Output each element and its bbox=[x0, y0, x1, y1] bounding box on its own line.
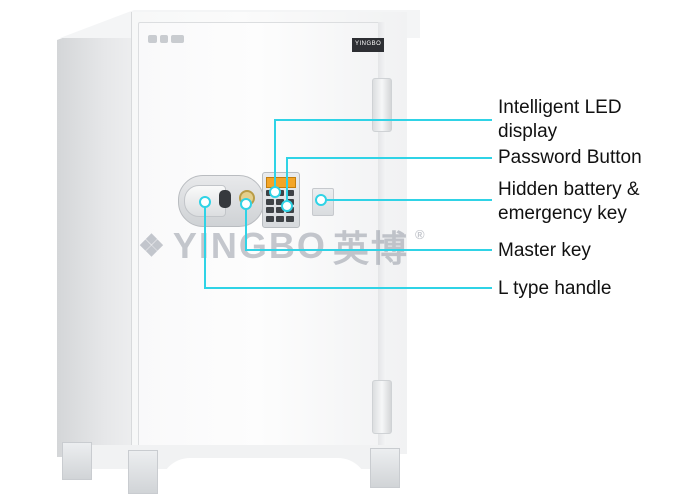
bottom-hinge bbox=[372, 380, 392, 434]
handle-knob bbox=[219, 190, 231, 208]
leader-dot-led bbox=[269, 186, 281, 198]
leader-dot-handle bbox=[199, 196, 211, 208]
leader-dot-master bbox=[240, 198, 252, 210]
callout-hidden-battery: Hidden battery & emergency key bbox=[498, 179, 640, 224]
leader-line-master bbox=[245, 204, 492, 251]
callout-led-display: Intelligent LED display bbox=[498, 97, 622, 142]
certification-marks bbox=[148, 32, 184, 46]
led-display bbox=[266, 177, 296, 188]
safe-door bbox=[138, 22, 380, 449]
top-hinge bbox=[372, 78, 392, 132]
door-edge bbox=[378, 22, 386, 447]
callout-l-type-handle: L type handle bbox=[498, 278, 612, 299]
leader-line-handle bbox=[204, 202, 492, 289]
base-arch bbox=[160, 458, 368, 488]
callout-master-key: Master key bbox=[498, 240, 591, 261]
brand-plate: YINGBO bbox=[352, 38, 385, 52]
callout-password-button: Password Button bbox=[498, 147, 642, 168]
leader-dot-battery bbox=[315, 194, 327, 206]
safe-foot bbox=[128, 450, 158, 494]
leader-line-led bbox=[274, 119, 492, 192]
safe-foot bbox=[62, 442, 92, 480]
safe-foot bbox=[370, 448, 400, 488]
safe-side-panel bbox=[57, 12, 137, 457]
leader-dot-password bbox=[281, 200, 293, 212]
leader-line-password bbox=[286, 157, 492, 206]
